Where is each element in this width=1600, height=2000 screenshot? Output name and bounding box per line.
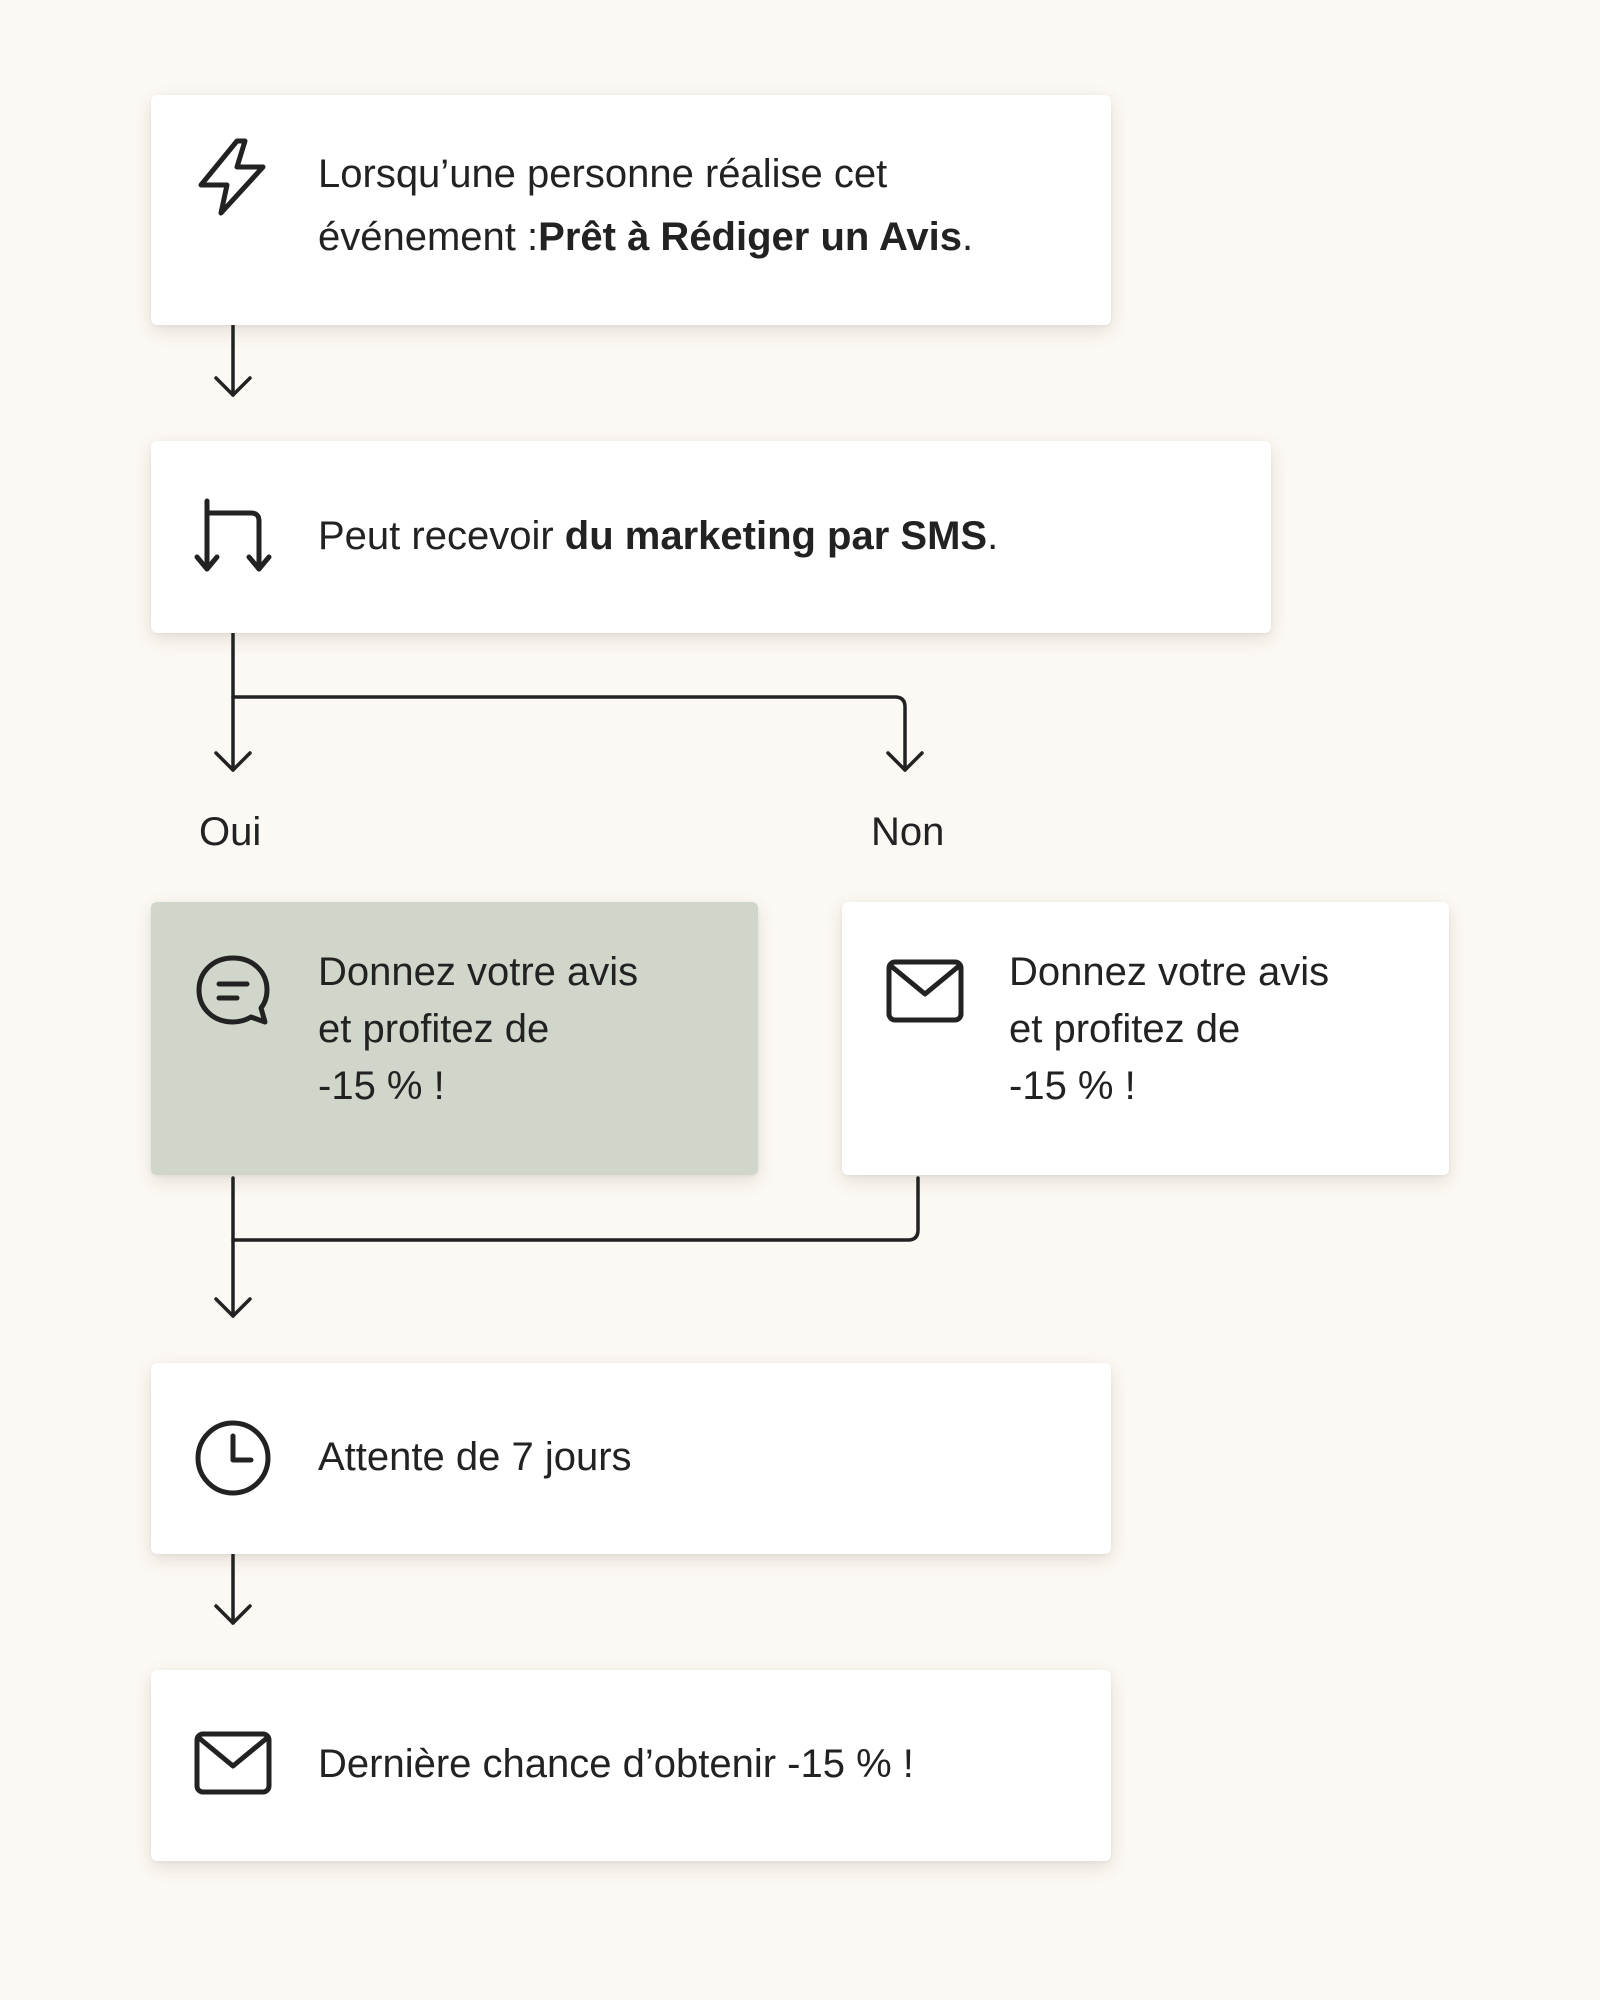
- envelope-icon: [885, 952, 965, 1032]
- trigger-text-after: .: [961, 215, 974, 259]
- chat-bubble-icon: [193, 952, 273, 1032]
- split-arrows-icon: [193, 497, 273, 577]
- arrowhead-yes: [214, 751, 252, 772]
- delay-card[interactable]: [151, 1363, 1111, 1554]
- trigger-text-before: Lorsqu’une personne réalise cet événemen…: [318, 152, 888, 259]
- final-email-text: Dernière chance d’obtenir -15 % !: [318, 1742, 914, 1786]
- email-action-line-3: -15 % !: [1009, 1064, 1136, 1108]
- envelope-icon: [193, 1724, 273, 1804]
- arrowhead-delay: [214, 1297, 252, 1318]
- trigger-text: Lorsqu’une personne réalise cet événemen…: [318, 143, 1078, 269]
- condition-text-before: Peut recevoir: [318, 514, 565, 558]
- connector-condition-to-no: [231, 695, 907, 772]
- sms-action-text: Donnez votre avis et profitez de -15 % !: [318, 944, 738, 1115]
- connector-no-to-merge: [231, 1176, 920, 1242]
- trigger-event-name: Prêt à Rédiger un Avis: [538, 215, 962, 259]
- arrowhead-condition: [214, 376, 252, 397]
- branch-label-no: Non: [871, 810, 945, 854]
- email-action-card[interactable]: [842, 902, 1449, 1175]
- condition-text: Peut recevoir du marketing par SMS.: [318, 505, 1238, 568]
- branch-label-yes: Oui: [199, 810, 262, 854]
- delay-text: Attente de 7 jours: [318, 1435, 632, 1479]
- sms-action-line-3: -15 % !: [318, 1064, 445, 1108]
- lightning-icon: [193, 137, 273, 217]
- email-action-line-1: Donnez votre avis: [1009, 950, 1330, 994]
- final-email-card[interactable]: [151, 1670, 1111, 1861]
- email-action-text: Donnez votre avis et profitez de -15 % !: [1009, 944, 1429, 1115]
- trigger-card[interactable]: [151, 95, 1111, 325]
- sms-action-line-1: Donnez votre avis: [318, 950, 639, 994]
- condition-text-after: .: [987, 514, 999, 558]
- arrowhead-no: [886, 751, 924, 772]
- email-action-line-2: et profitez de: [1009, 1007, 1241, 1051]
- condition-card[interactable]: [151, 441, 1271, 633]
- arrowhead-final: [214, 1604, 252, 1625]
- sms-action-card[interactable]: [151, 902, 758, 1175]
- sms-action-line-2: et profitez de: [318, 1007, 550, 1051]
- clock-icon: [193, 1418, 273, 1498]
- condition-channel: du marketing par SMS: [564, 514, 988, 558]
